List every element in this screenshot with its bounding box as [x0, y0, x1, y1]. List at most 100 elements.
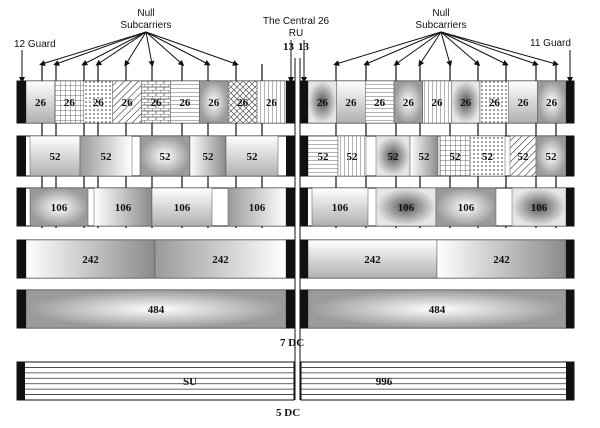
row-52-left-ru-block	[29, 135, 81, 177]
guard-bar	[301, 188, 308, 226]
row-106-right-ru-block	[435, 187, 497, 227]
row-106-left-ru-label: 106	[115, 202, 132, 214]
null-subcarrier-arrow	[393, 31, 442, 66]
row-26-left-ru-block	[54, 80, 85, 124]
null-subcarrier-arrow	[440, 31, 481, 66]
row-26-left-ru-label: 26	[64, 97, 76, 109]
null-subcarrier-arrow	[95, 31, 147, 66]
row-106-left-ru-label: 106	[249, 202, 266, 214]
guard-bar	[566, 290, 574, 328]
null-subcarrier-arrow	[145, 31, 211, 66]
row-26-left-ru-block	[199, 80, 229, 124]
row-106-right-ru-label: 106	[332, 202, 349, 214]
row-26-left-ru-block	[141, 80, 171, 124]
row-26-left-ru-block	[227, 80, 258, 124]
row-26-left-ru-label: 26	[122, 97, 134, 109]
row-52-right-ru-label: 52	[482, 151, 494, 163]
row-26-right-ru-label: 26	[518, 97, 530, 109]
guard-bar	[286, 136, 294, 176]
null-subcarrier-arrow	[81, 31, 147, 66]
guard-left-label: 12 Guard	[14, 39, 56, 50]
row-106-right-ru-label: 106	[398, 202, 415, 214]
row-484-left-ru-label: 484	[148, 304, 165, 316]
row-26-left-ru-label: 26	[151, 97, 163, 109]
row-484-left: 484	[16, 289, 295, 329]
row-242-left-ru-block	[154, 239, 287, 279]
row-484-right-ru-label: 484	[429, 304, 446, 316]
row-996-left-label: SU	[183, 376, 197, 388]
row-26-left-ru-block	[256, 80, 287, 124]
null-subcarriers-right-label-line1: Null	[432, 8, 449, 19]
row-52-left-ru-block	[79, 135, 133, 177]
row-26-right-ru-block	[451, 80, 481, 124]
dc-7-label: 7 DC	[280, 337, 304, 349]
row-52-right-ru-block	[535, 135, 567, 177]
guard-bar	[566, 136, 574, 176]
row-52-left-ru-label: 52	[247, 151, 259, 163]
null-subcarriers-right-label-line2: Subcarriers	[415, 20, 466, 31]
row-52-right-ru-block	[469, 135, 506, 177]
guard-bar	[17, 188, 26, 226]
null-subcarrier-arrow	[145, 31, 155, 67]
row-26-right-ru-block	[422, 80, 452, 124]
row-26-right-ru-label: 26	[346, 97, 358, 109]
guard-bar	[17, 81, 26, 123]
row-26-left-ru-label: 26	[237, 97, 249, 109]
guard-bar	[17, 290, 26, 328]
row-106-left-ru-block	[151, 187, 213, 227]
row-26-right-ru-block	[537, 80, 567, 124]
guard-bar	[301, 290, 308, 328]
row-26-left-ru-label: 26	[35, 97, 47, 109]
row-52-right-ru-block	[509, 135, 537, 177]
guard-bar	[286, 240, 294, 278]
row-484-left-ru-block	[25, 289, 287, 329]
null-subcarrier-arrow	[363, 31, 442, 66]
row-52-right-ru-label: 52	[546, 151, 558, 163]
central-ru-label-line1: The Central 26	[263, 16, 330, 27]
null-subcarrier-arrow	[440, 31, 509, 66]
central-13-left-label: 13	[283, 41, 295, 53]
row-52-right-ru-block	[409, 135, 439, 177]
row-52-right-ru-label: 52	[388, 151, 400, 163]
row-26-left-ru-label: 26	[93, 97, 105, 109]
row-52-right-ru-label: 52	[450, 151, 462, 163]
row-996-right-label: 996	[376, 376, 393, 388]
row-26-right-ru-label: 26	[546, 97, 558, 109]
row-106-left-ru-label: 106	[174, 202, 191, 214]
null-subcarrier-arrow	[418, 31, 442, 67]
row-106-right-ru-block	[511, 187, 567, 227]
row-52-left-ru-label: 52	[160, 151, 172, 163]
row-26-left-ru-block	[112, 80, 142, 124]
row-52-right-ru-label: 52	[318, 151, 330, 163]
guard-bar	[286, 81, 294, 123]
row-242-left-ru-label: 242	[82, 254, 99, 266]
row-26-left-ru-label: 26	[179, 97, 191, 109]
row-26-left-ru-label: 26	[208, 97, 220, 109]
null-subcarrier-arrow	[333, 31, 442, 66]
dc-5-label: 5 DC	[276, 407, 300, 419]
row-106-right-ru-label: 106	[458, 202, 475, 214]
row-242-right-ru-label: 242	[364, 254, 381, 266]
guard-bar	[566, 362, 574, 400]
guard-bar	[286, 188, 294, 226]
row-26-right-ru-label: 26	[374, 97, 386, 109]
row-26-right-ru-label: 26	[403, 97, 415, 109]
row-26-right-ru-block	[508, 80, 538, 124]
row-484-right: 484	[300, 289, 575, 329]
row-996-left-frame	[16, 361, 295, 401]
null-subcarriers-left-label-line2: Subcarriers	[120, 20, 171, 31]
row-52-left-ru-label: 52	[50, 151, 62, 163]
row-106-left-ru-block	[29, 187, 89, 227]
guard-bar	[566, 188, 574, 226]
row-26-right-ru-label: 26	[489, 97, 501, 109]
row-996-right-frame	[300, 361, 575, 401]
row-52-left-ru-block	[139, 135, 191, 177]
row-26-left-ru-block	[25, 80, 56, 124]
